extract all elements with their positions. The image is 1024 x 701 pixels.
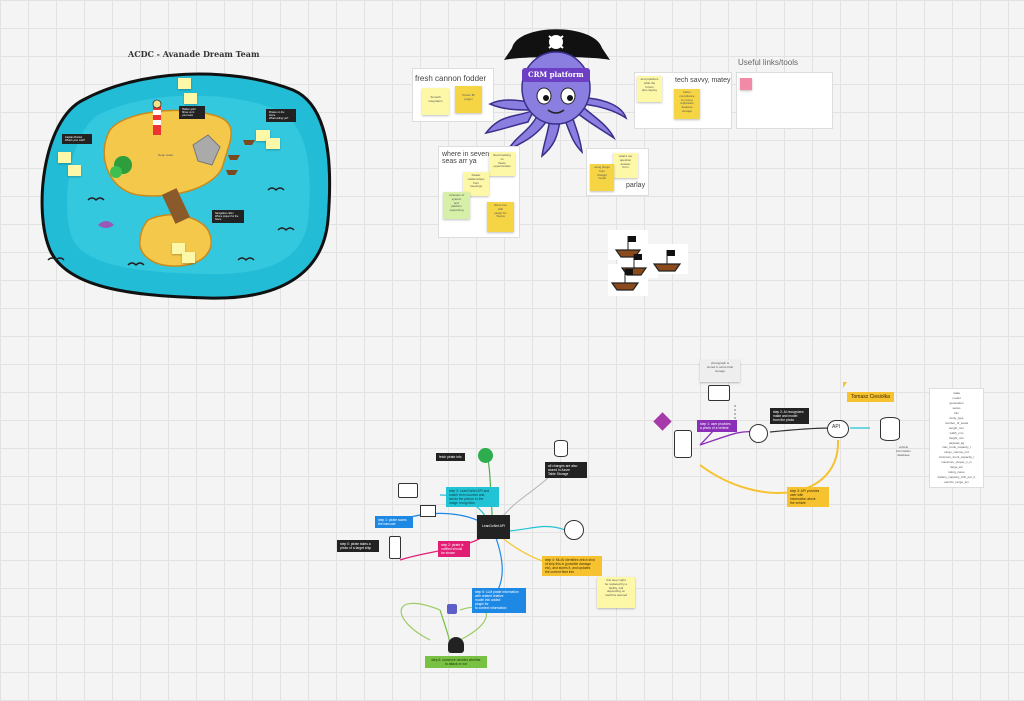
island-sticky[interactable] — [172, 243, 185, 254]
field-item: number_of_seats — [944, 420, 969, 425]
parlay-title: parlay — [626, 182, 646, 189]
api-node[interactable] — [827, 420, 849, 438]
db-label: vehicle information database — [896, 445, 911, 457]
field-item: model — [952, 395, 961, 400]
phone-icon[interactable] — [389, 536, 401, 559]
field-item: series — [952, 405, 961, 410]
useful-frame[interactable] — [736, 72, 833, 129]
r-step3-tag: step 3: API provides user with informati… — [787, 487, 829, 508]
seas-note[interactable]: We're live with plugin for Teams — [487, 202, 514, 232]
step1-tag: step 1: pirate scans the barcode — [375, 516, 413, 529]
author-badge: Tomasz Ciesiolka — [847, 392, 894, 403]
island-label-water: Deep water — [158, 153, 174, 157]
storage-tag: all changes are also stored in Azure Tab… — [545, 462, 587, 479]
island-sticky[interactable] — [184, 93, 197, 104]
hub-node[interactable]: LeanGoNet API — [477, 515, 510, 539]
seas-title: where in seven seas arr ya — [442, 151, 490, 165]
island-sticky[interactable] — [178, 78, 191, 89]
tech-note[interactable]: better compliance by using replication f… — [674, 89, 700, 119]
pirate-ships[interactable] — [608, 230, 688, 298]
step6-tag: step 6: someone decides whether to attac… — [425, 656, 487, 669]
field-item: length_mm — [949, 425, 964, 430]
parlay-note[interactable]: what's our question answer from — [613, 153, 638, 178]
island-label-captain: Captain Rocket What's your craft? — [62, 134, 92, 145]
fields-list[interactable]: make model generation series trim body_t… — [929, 388, 984, 489]
teams-icon[interactable] — [447, 604, 457, 614]
field-item: rating_name — [948, 470, 965, 475]
cloud-folder-icon[interactable] — [398, 483, 418, 498]
field-item: height_mm — [949, 435, 964, 440]
step0-tag: step 0: pirate takes a photo of a target… — [337, 540, 379, 553]
field-item: width_mm — [949, 430, 964, 435]
island-label-pirates: Pirates on the shore What tooling yet? — [266, 109, 296, 123]
seas-note[interactable]: Dealer relationships from meetings — [463, 172, 489, 196]
parlay-note[interactable]: using plugin from chatgpt model — [590, 164, 614, 191]
phone-grid-icon[interactable] — [674, 430, 692, 458]
step2-tag: step 2: pirate is notified should be sho… — [438, 541, 470, 558]
api-label: API — [832, 424, 841, 430]
fodder-title: fresh cannon fodder — [415, 74, 487, 83]
fetch-node-icon[interactable] — [478, 448, 493, 463]
step5-tag: step 5: LLM pirate information with rela… — [472, 588, 526, 613]
field-item: body_type — [949, 415, 964, 420]
island-sticky[interactable] — [266, 138, 280, 149]
fodder-note[interactable]: Smooth integration — [422, 88, 449, 115]
useful-note[interactable] — [740, 78, 752, 90]
field-item: battery_capacity_KW_per_h — [937, 475, 976, 480]
network-icon[interactable] — [420, 505, 436, 517]
octopus-mascot[interactable] — [476, 18, 638, 158]
island-title: ACDC - Avanade Dream Team — [128, 49, 260, 59]
field-item: minimum_trunk_capacity_l — [938, 455, 975, 460]
island-label-gold: Hidden gold Show us in your team — [179, 106, 205, 120]
ai-head-icon[interactable] — [564, 520, 584, 540]
island-sticky[interactable] — [182, 252, 195, 263]
cloud-storage-icon[interactable] — [708, 385, 730, 401]
field-item: generation — [949, 400, 964, 405]
field-item: cargo_volume_m3 — [944, 450, 969, 455]
island-sticky[interactable] — [256, 130, 270, 141]
field-item: make — [952, 391, 961, 395]
tech-note[interactable]: and pipelines what the forces also deplo… — [637, 76, 662, 102]
island-label-nav: Navigation cabin Where project for the f… — [212, 210, 244, 224]
island-sticky[interactable] — [58, 152, 71, 163]
r-step1-tag: step 1: user provides a photo of a vehic… — [697, 420, 737, 433]
field-item: range_km — [949, 465, 964, 470]
fetch-label: fetch pirate info — [436, 453, 465, 462]
field-item: max_trunk_capacity_l — [941, 445, 971, 450]
step3-tag: step 3: LeanGoNet API and match from sou… — [446, 487, 499, 508]
seas-note[interactable]: cohesion of system and platform supporti… — [443, 192, 470, 219]
island-sticky[interactable] — [68, 165, 81, 176]
field-item: trim — [954, 410, 959, 415]
useful-title: Useful links/tools — [738, 58, 799, 67]
field-item: payload_kg — [948, 440, 965, 445]
r-step2-tag: step 2: AI recognizes make and model fro… — [770, 408, 809, 425]
left-flow-connectors — [399, 459, 566, 651]
seas-note[interactable]: Real tracking vs fleets opportunities — [489, 152, 515, 176]
person-icon[interactable] — [448, 637, 464, 653]
vehicle-db-icon[interactable] — [880, 417, 900, 441]
mini-note[interactable]: this step might be replaced by a facilit… — [597, 577, 635, 608]
island-map[interactable] — [28, 60, 338, 310]
photo-note[interactable]: photograph is stored in azure blob stora… — [700, 360, 740, 382]
database-icon[interactable] — [554, 440, 568, 457]
step4-tag: step 4: ML/AI identifies which kind of s… — [542, 556, 602, 577]
tech-title: tech savvy, matey — [675, 77, 731, 84]
octopus-hat-text: CRM platform — [528, 70, 584, 79]
fodder-note[interactable]: Power BI plugin — [455, 86, 482, 113]
ai-brain-icon[interactable] — [749, 424, 768, 443]
field-item: maximum_torque_n_m — [941, 460, 972, 465]
cursor-icon — [843, 382, 847, 388]
field-item: electric_range_km — [944, 480, 969, 485]
